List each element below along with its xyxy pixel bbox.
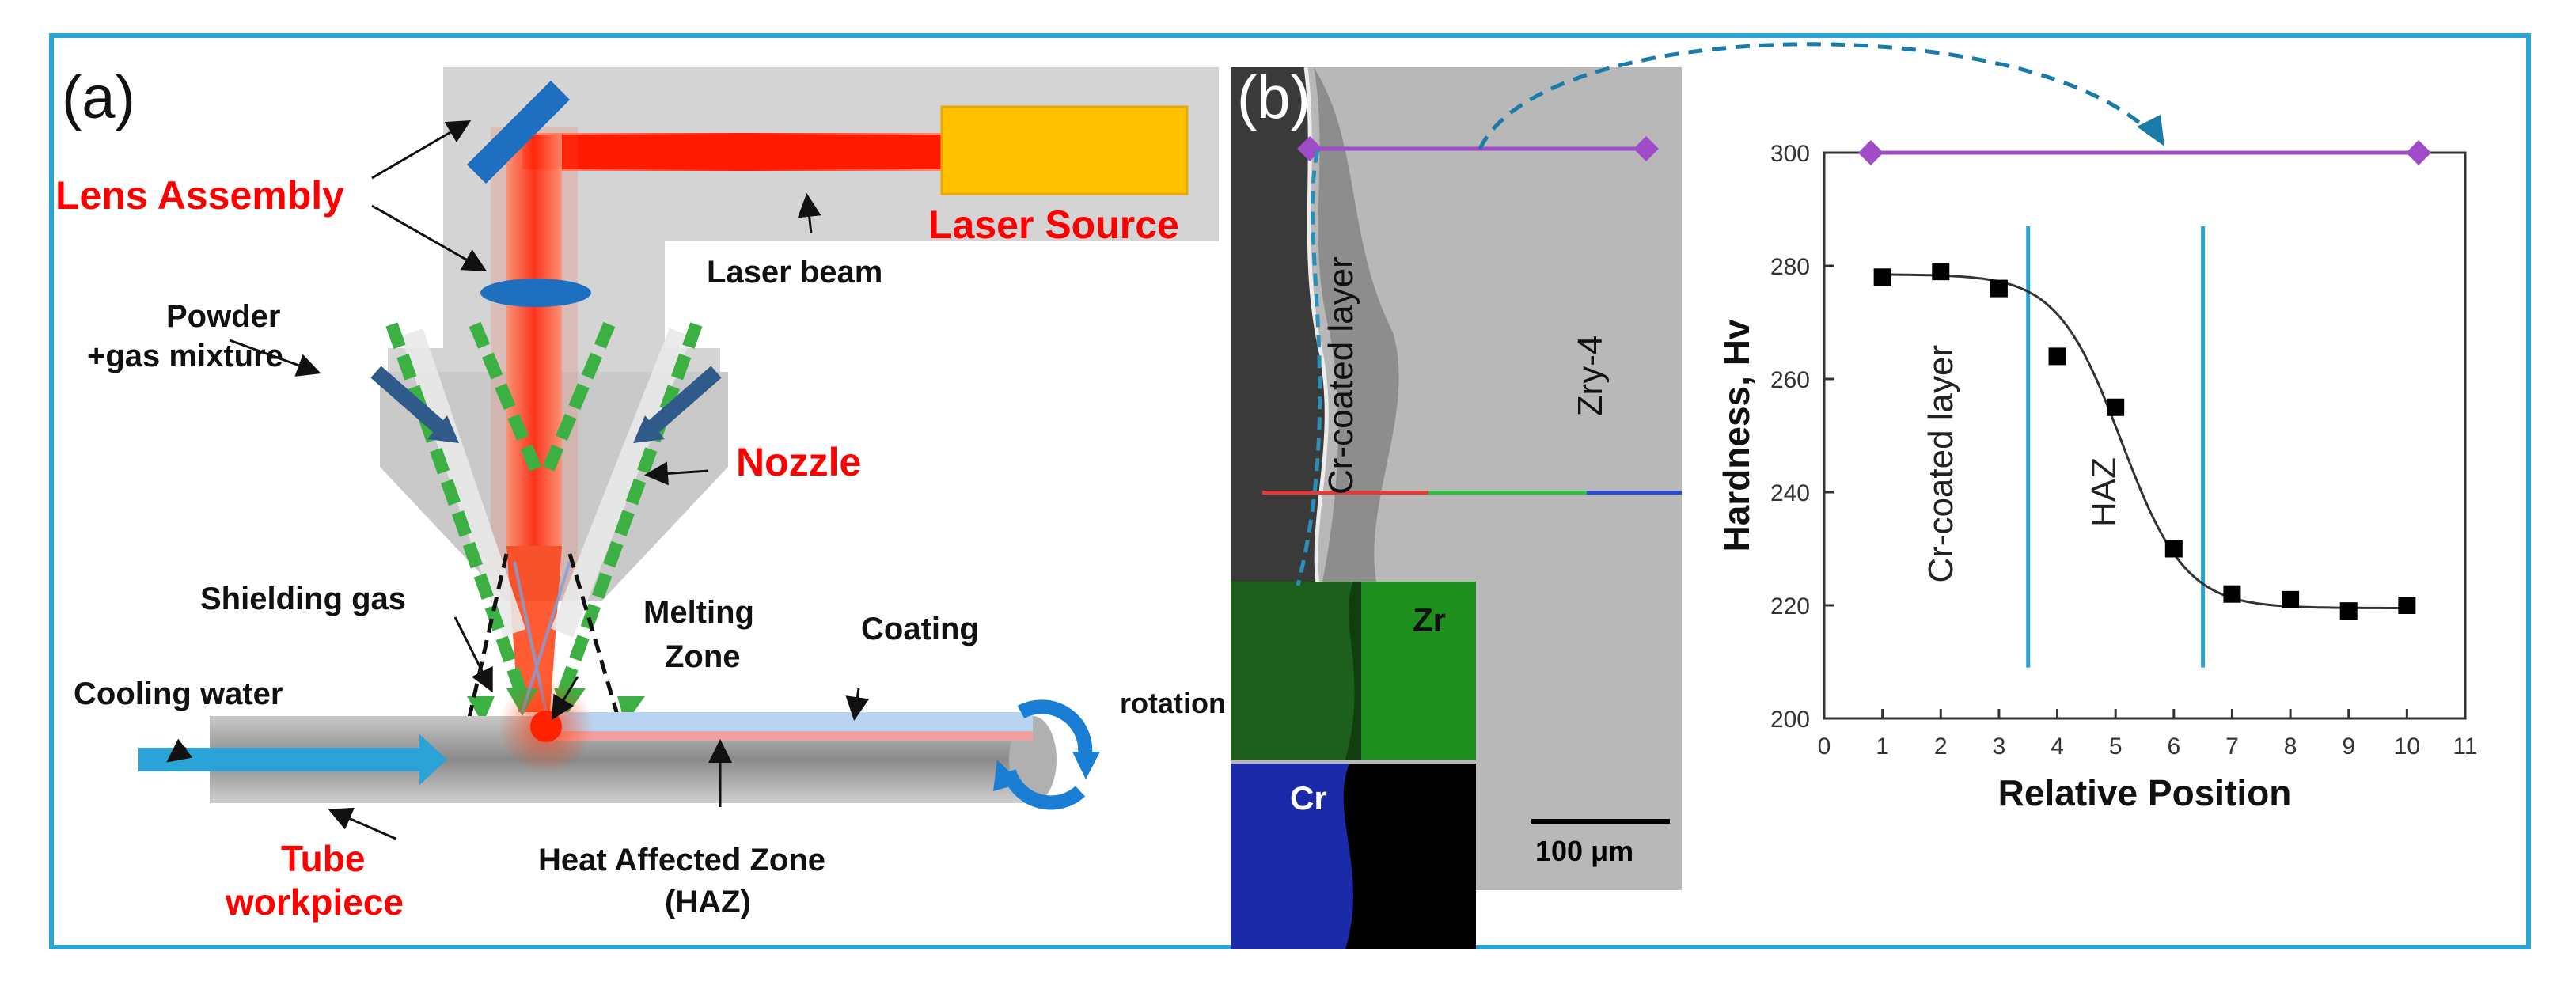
x-tick-label: 4 [2051, 733, 2064, 760]
x-tick-label: 5 [2109, 733, 2123, 760]
laser-source-box [942, 107, 1187, 194]
x-tick-label: 10 [2394, 733, 2420, 760]
y-axis-title: Hardness, Hv [1716, 319, 1757, 551]
x-axis-title: Relative Position [1998, 772, 2292, 813]
coating-label: Coating [861, 612, 979, 646]
x-tick-label: 2 [1934, 733, 1948, 760]
data-point [2339, 602, 2358, 620]
laser-beam-label: Laser beam [707, 255, 883, 290]
melting-zone-line2: Zone [665, 639, 741, 674]
shielding-gas-label: Shielding gas [200, 582, 407, 616]
haz-label-line2: (HAZ) [665, 885, 751, 919]
y-tick-label: 300 [1770, 141, 1810, 167]
data-point [2164, 540, 2183, 558]
mirror [466, 80, 571, 184]
data-point [1990, 279, 2008, 298]
data-point [1873, 268, 1891, 286]
lens-assembly-label: Lens Assembly [55, 173, 344, 218]
powder-label-line2: +gas mixture [87, 339, 283, 373]
coating-layer [554, 712, 1033, 733]
scale-bar-label: 100 μm [1535, 835, 1634, 867]
tube-label-line2: workpiece [226, 881, 404, 923]
y-tick-label: 240 [1770, 480, 1810, 506]
focus-lens [480, 279, 591, 307]
region-label-cr: Cr-coated layer [1922, 345, 1960, 583]
data-point [2223, 585, 2241, 603]
fit-curve [1882, 273, 2407, 609]
rotation-arrow [1017, 699, 1093, 761]
y-tick-label: 260 [1770, 367, 1810, 393]
panel-a-label: (a) [62, 64, 135, 131]
region-label-haz: HAZ [2085, 457, 2123, 527]
tube-label-line1: Tube [281, 838, 366, 879]
x-tick-label: 0 [1818, 733, 1831, 760]
rotation-label: rotation [1120, 687, 1226, 719]
data-point [2107, 398, 2125, 416]
plot-frame [1823, 151, 2467, 720]
indent-marker [2406, 140, 2432, 165]
x-tick-label: 7 [2225, 733, 2239, 760]
laser-beam-vertical [506, 135, 562, 546]
laser-source-label: Laser Source [928, 203, 1179, 247]
x-tick-label: 9 [2342, 733, 2355, 760]
x-tick-label: 3 [1993, 733, 2006, 760]
y-tick-label: 200 [1770, 707, 1810, 733]
haz-layer [554, 731, 1033, 741]
data-point [1932, 263, 1950, 281]
y-tick-label: 220 [1770, 593, 1810, 620]
x-tick-label: 11 [2453, 733, 2477, 760]
x-tick-label: 1 [1876, 733, 1889, 760]
panel-b-label: (b) [1237, 64, 1311, 131]
zr-map-label: Zr [1413, 601, 1446, 639]
cooling-water-label: Cooling water [74, 677, 283, 711]
powder-label-line1: Powder [166, 299, 281, 334]
haz-label-line1: Heat Affected Zone [538, 843, 826, 877]
x-tick-label: 8 [2284, 733, 2297, 760]
nozzle-label: Nozzle [736, 440, 862, 484]
data-point [2282, 590, 2300, 608]
gas-arrow-right [647, 366, 722, 434]
indent-marker [1857, 140, 1884, 165]
y-tick-label: 280 [1770, 254, 1810, 280]
x-tick-label: 6 [2167, 733, 2180, 760]
powder-arrows [385, 321, 703, 699]
cr-map-label: Cr [1290, 779, 1327, 817]
melting-zone-line1: Melting [643, 595, 754, 630]
data-point [2048, 347, 2066, 366]
data-point [2398, 597, 2416, 614]
gas-arrow-left [370, 366, 445, 434]
